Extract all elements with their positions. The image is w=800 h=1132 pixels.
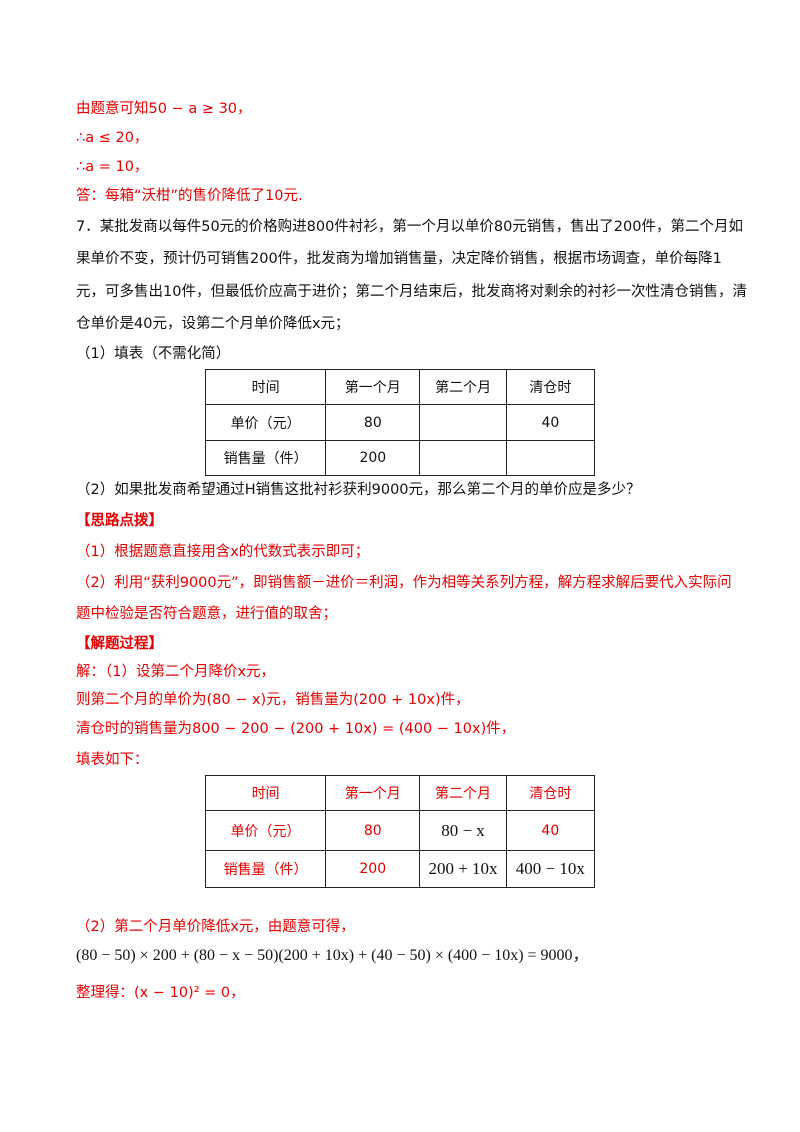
solution-line-3: 清仓时的销售量为800 − 200 − (200 + 10x) = (400 −… <box>76 721 516 737</box>
table-cell <box>419 440 507 476</box>
table-cell: 时间 <box>204 369 327 405</box>
table-cell: 清仓时 <box>505 369 596 405</box>
problem-7-line-4: 仓单价是40元，设第二个月单价降低x元； <box>76 316 350 332</box>
table-cell: 时间 <box>204 775 327 811</box>
problem-7-part-2: （2）如果批发商希望通过H销售这批衬衫获利9000元，那么第二个月的单价应是多少… <box>76 482 641 498</box>
problem-7-line-1: 7．某批发商以每件50元的价格购进800件衬衫，第一个月以单价80元销售，售出了… <box>76 219 743 235</box>
table-row: 销售量（件） 200 <box>204 440 596 476</box>
table-cell: 第二个月 <box>419 775 507 811</box>
table-cell: 第一个月 <box>325 775 421 811</box>
answer-statement: 答：每箱“沃柑”的售价降低了10元. <box>76 188 303 204</box>
solution-step-bound: ∴a ≤ 20， <box>76 130 149 146</box>
solution-line-4: 填表如下： <box>76 752 149 768</box>
table-cell: 销售量（件） <box>204 850 327 888</box>
table-header-row: 时间 第一个月 第二个月 清仓时 <box>204 775 596 811</box>
table-row: 单价（元） 80 80 − x 40 <box>204 810 596 851</box>
hint-1: （1）根据题意直接用含x的代数式表示即可； <box>76 544 370 560</box>
table-cell: 清仓时 <box>505 775 596 811</box>
table-cell: 200 + 10x <box>419 850 507 888</box>
table-cell: 80 − x <box>419 810 507 851</box>
solution-step-value: ∴a = 10， <box>76 159 149 175</box>
table-cell: 80 <box>325 404 421 441</box>
table-cell: 单价（元） <box>204 404 327 441</box>
table-cell: 销售量（件） <box>204 440 327 476</box>
table-cell <box>505 440 596 476</box>
hint-2-line-1: （2）利用“获利9000元”，即销售额－进价＝利润，作为相等关系列方程，解方程求… <box>76 575 732 591</box>
table-cell: 第二个月 <box>419 369 507 405</box>
table-cell: 40 <box>505 404 596 441</box>
table-cell: 第一个月 <box>325 369 421 405</box>
solution-line-2: 则第二个月的单价为(80 − x)元，销售量为(200 + 10x)件， <box>76 692 470 708</box>
table-row: 销售量（件） 200 200 + 10x 400 − 10x <box>204 850 596 888</box>
table-header-row: 时间 第一个月 第二个月 清仓时 <box>204 369 596 405</box>
solution-step-inequality: 由题意可知50 − a ≥ 30， <box>76 101 252 117</box>
solution-equation: (80 − 50) × 200 + (80 − x − 50)(200 + 10… <box>76 947 589 964</box>
table-cell: 40 <box>505 810 596 851</box>
solution-line-1: 解：（1）设第二个月降价x元， <box>76 664 276 680</box>
solution-heading: 【解题过程】 <box>76 636 163 652</box>
problem-7-line-2: 果单价不变，预计仍可销售200件，批发商为增加销售量，决定降价销售，根据市场调查… <box>76 251 722 267</box>
problem-7-line-3: 元，可多售出10件，但最低价应高于进价；第二个月结束后，批发商将对剩余的衬衫一次… <box>76 284 747 300</box>
solution-simplified: 整理得：(x − 10)² = 0， <box>76 985 245 1001</box>
table-cell: 200 <box>325 440 421 476</box>
table-cell: 单价（元） <box>204 810 327 851</box>
fill-table-answer: 时间 第一个月 第二个月 清仓时 单价（元） 80 80 − x 40 销售量（… <box>204 775 596 888</box>
table-cell: 200 <box>325 850 421 888</box>
fill-table-blank: 时间 第一个月 第二个月 清仓时 单价（元） 80 40 销售量（件） 200 <box>204 369 596 476</box>
table-row: 单价（元） 80 40 <box>204 404 596 441</box>
table-cell <box>419 404 507 441</box>
solution-part-2-intro: （2）第二个月单价降低x元，由题意可得， <box>76 919 355 935</box>
hint-heading: 【思路点拨】 <box>76 513 163 529</box>
table-cell: 400 − 10x <box>505 850 596 888</box>
table-cell: 80 <box>325 810 421 851</box>
hint-2-line-2: 题中检验是否符合题意，进行值的取舍； <box>76 606 337 622</box>
problem-7-part-1: （1）填表（不需化简） <box>76 346 231 362</box>
